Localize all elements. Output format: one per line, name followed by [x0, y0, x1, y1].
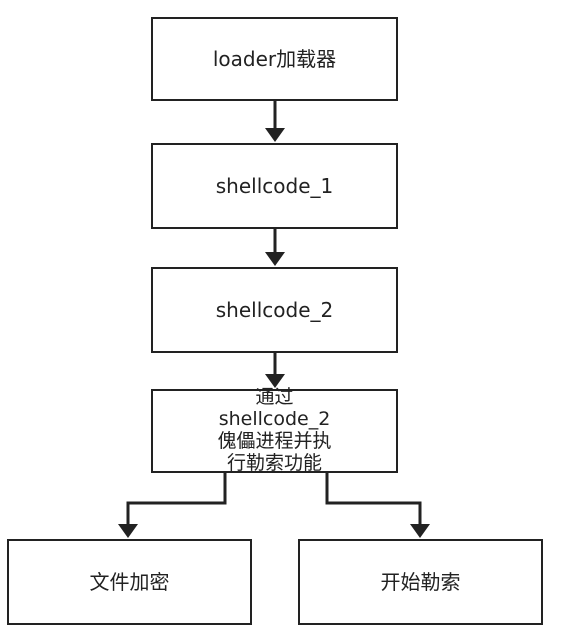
node-execute-line-3: 傀儡进程并执	[217, 430, 332, 452]
node-execute-line-4: 行勒索功能	[226, 451, 322, 474]
node-start-ransom-label: 开始勒索	[380, 570, 461, 594]
node-shellcode-1: shellcode_1	[151, 143, 398, 229]
node-execute-line-2: shellcode_2	[218, 408, 331, 431]
node-loader: loader加载器	[151, 17, 398, 101]
node-shellcode-2-label: shellcode_2	[215, 298, 334, 322]
node-file-encrypt: 文件加密	[7, 539, 252, 625]
edge-execute-to-encrypt	[118, 472, 227, 538]
node-execute: 通过 shellcode_2 傀儡进程并执 行勒索功能	[151, 386, 398, 474]
node-loader-label: loader加载器	[212, 47, 337, 71]
edge-execute-to-ransom	[325, 472, 430, 538]
node-shellcode-2: shellcode_2	[151, 267, 398, 353]
node-file-encrypt-label: 文件加密	[89, 570, 170, 594]
node-shellcode-1-label: shellcode_1	[215, 174, 334, 198]
node-start-ransom: 开始勒索	[298, 539, 543, 625]
edge-shellcode1-to-shellcode2	[265, 228, 285, 266]
edge-shellcode2-to-execute	[265, 352, 285, 388]
edge-loader-to-shellcode1	[265, 100, 285, 142]
node-execute-line-1: 通过	[255, 386, 294, 409]
